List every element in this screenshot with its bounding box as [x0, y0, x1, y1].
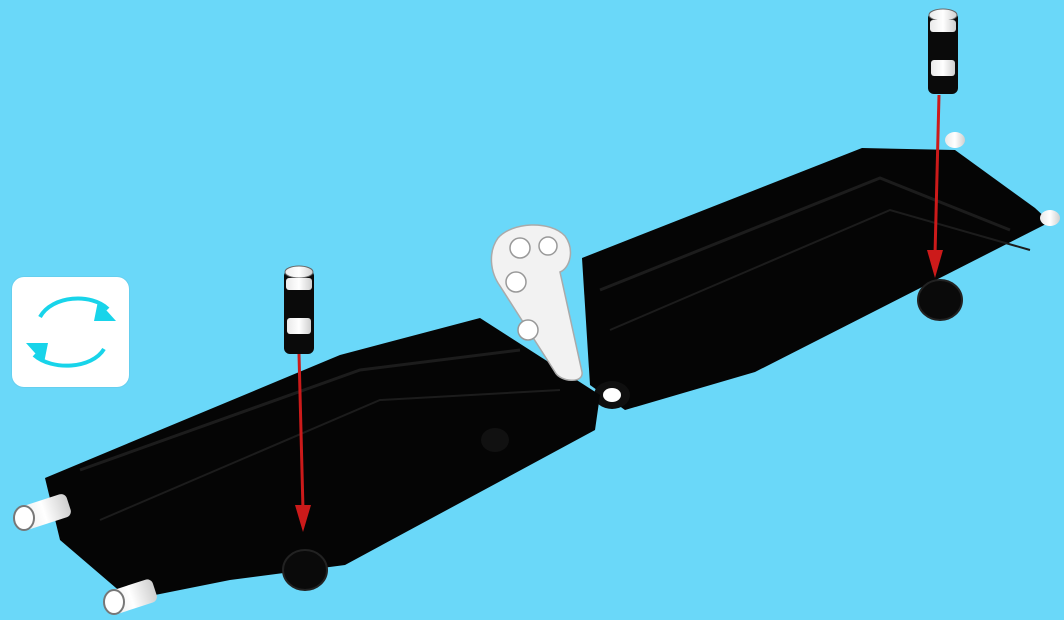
rotate-icon: [12, 277, 129, 387]
pin-right: [928, 9, 958, 94]
rotate-badge: [12, 277, 129, 387]
pin-left: [284, 266, 314, 354]
right-beam: [582, 132, 1060, 410]
